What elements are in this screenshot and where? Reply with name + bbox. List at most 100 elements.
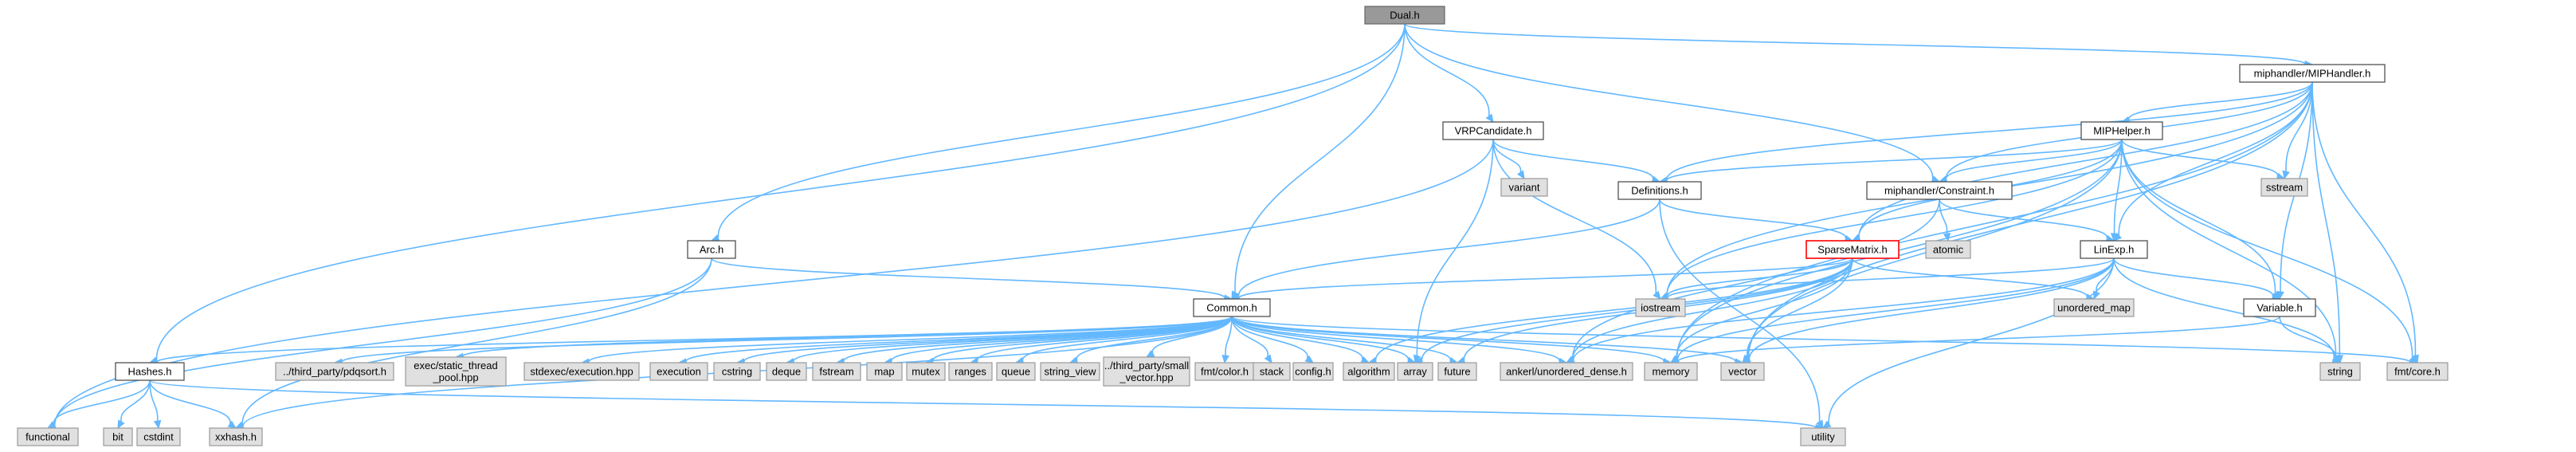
- node-label: xxhash.h: [215, 431, 257, 443]
- node-future: future: [1437, 362, 1477, 381]
- node-box: [209, 427, 263, 446]
- node-stack: stack: [1253, 362, 1291, 381]
- edge-line: [155, 23, 1406, 361]
- node-vrp[interactable]: VRPCandidate.h: [1442, 121, 1544, 140]
- edge-defs-to-utility: [1659, 198, 1824, 430]
- edge-line: [717, 23, 1406, 238]
- node-label: iostream: [1641, 302, 1680, 314]
- node-box: [1397, 362, 1433, 381]
- edge-vrp-to-functional: [46, 139, 1494, 430]
- edge-line: [1746, 257, 1853, 358]
- node-iostream: iostream: [1635, 298, 1686, 317]
- edge-line: [1404, 23, 1490, 116]
- node-box: [2080, 121, 2163, 140]
- edge-line: [1659, 198, 1847, 239]
- node-box: [948, 362, 993, 381]
- node-label: queue: [1002, 366, 1030, 378]
- node-box: [115, 362, 185, 381]
- node-box: [687, 240, 736, 259]
- edge-mipmid-to-linexp: [2110, 139, 2123, 242]
- node-box: [996, 362, 1036, 381]
- node-box: [523, 362, 640, 381]
- node-label: Common.h: [1206, 302, 1257, 314]
- node-mipmain[interactable]: miphandler/MIPHandler.h: [2239, 64, 2386, 83]
- edge-vrp-to-iostream: [1492, 139, 1661, 300]
- edge-line: [1231, 316, 1363, 360]
- edge-constraint-to-atomic: [1939, 198, 1951, 242]
- node-memory: memory: [1644, 362, 1698, 381]
- node-box: [405, 356, 507, 387]
- node-atomic: atomic: [1925, 240, 1971, 259]
- edge-line: [1237, 198, 1660, 297]
- node-constraint[interactable]: miphandler/Constraint.h: [1866, 181, 2013, 200]
- edge-arc-to-common: [711, 257, 1233, 302]
- edge-line: [588, 316, 1233, 363]
- node-mipmid[interactable]: MIPHelper.h: [2080, 121, 2163, 140]
- edge-common-to-array: [1231, 316, 1417, 364]
- node-label: Definitions.h: [1631, 185, 1688, 197]
- node-label: utility: [1811, 431, 1835, 443]
- node-box: [1343, 362, 1395, 381]
- node-label: ../third_party/pdqsort.h: [283, 366, 386, 378]
- node-exec-pool: exec/static_thread_pool.hpp: [405, 356, 507, 387]
- edge-arrowhead: [1822, 420, 1832, 429]
- edge-arrowhead: [1516, 170, 1525, 180]
- edge-arrowhead: [2093, 290, 2100, 301]
- node-box: [17, 427, 79, 446]
- edge-line: [149, 379, 231, 425]
- edge-arrowhead: [2110, 233, 2119, 242]
- node-box: [1437, 362, 1477, 381]
- edge-line: [1404, 23, 1934, 179]
- node-linexp[interactable]: LinExp.h: [2080, 240, 2148, 259]
- node-label: mutex: [912, 366, 940, 378]
- node-label: atomic: [1933, 244, 1964, 256]
- edge-line: [1659, 198, 1821, 423]
- edge-line: [976, 316, 1233, 362]
- edge-line: [1225, 316, 1233, 356]
- node-smallvec: ../third_party/small_vector.hpp: [1103, 356, 1190, 387]
- edge-line: [1939, 198, 2108, 239]
- edge-line: [1021, 316, 1233, 361]
- edge-line: [2113, 257, 2335, 360]
- node-defs[interactable]: Definitions.h: [1617, 181, 1702, 200]
- edge-mipmain-to-mipmid: [2120, 81, 2313, 124]
- edge-arrowhead: [1816, 419, 1824, 430]
- node-cstring: cstring: [713, 362, 761, 381]
- node-box: [1500, 362, 1633, 381]
- edge-line: [1151, 316, 1233, 354]
- node-sparse[interactable]: SparseMatrix.h: [1806, 240, 1900, 259]
- node-label: unordered_map: [2057, 302, 2131, 314]
- edge-line: [149, 379, 159, 422]
- edge-line: [1231, 316, 1736, 363]
- node-common[interactable]: Common.h: [1193, 298, 1271, 317]
- edge-line: [1231, 316, 2411, 364]
- node-functional: functional: [17, 427, 79, 446]
- edge-variable-to-string: [2279, 316, 2341, 364]
- edge-line: [149, 379, 1817, 429]
- node-mutex: mutex: [906, 362, 946, 381]
- node-arc[interactable]: Arc.h: [687, 240, 736, 259]
- node-label: Variable.h: [2256, 302, 2303, 314]
- node-sstream: sstream: [2260, 178, 2308, 197]
- edge-arrowhead: [1264, 354, 1272, 364]
- edge-arrowhead: [1221, 354, 1229, 364]
- node-hashes[interactable]: Hashes.h: [115, 362, 185, 381]
- edge-line: [241, 257, 712, 426]
- edge-line: [1747, 81, 2313, 360]
- edge-sparse-to-memory: [1670, 257, 1853, 364]
- edge-line: [711, 257, 1225, 299]
- edge-common-to-stack: [1231, 316, 1272, 364]
- edge-arrowhead: [1485, 113, 1494, 123]
- node-label: fmt/color.h: [1201, 366, 1249, 378]
- node-box: [1800, 427, 1846, 446]
- node-box: [1103, 356, 1190, 387]
- node-deque: deque: [766, 362, 807, 381]
- edge-mipmid-to-string: [2121, 139, 2341, 364]
- node-label: Dual.h: [1390, 10, 1420, 22]
- edge-line: [1231, 316, 1410, 361]
- node-string-view: string_view: [1040, 362, 1100, 381]
- node-box: [906, 362, 946, 381]
- edge-common-to-fmtcolor: [1221, 316, 1233, 364]
- node-label: string: [2327, 366, 2353, 378]
- node-variable[interactable]: Variable.h: [2243, 298, 2316, 317]
